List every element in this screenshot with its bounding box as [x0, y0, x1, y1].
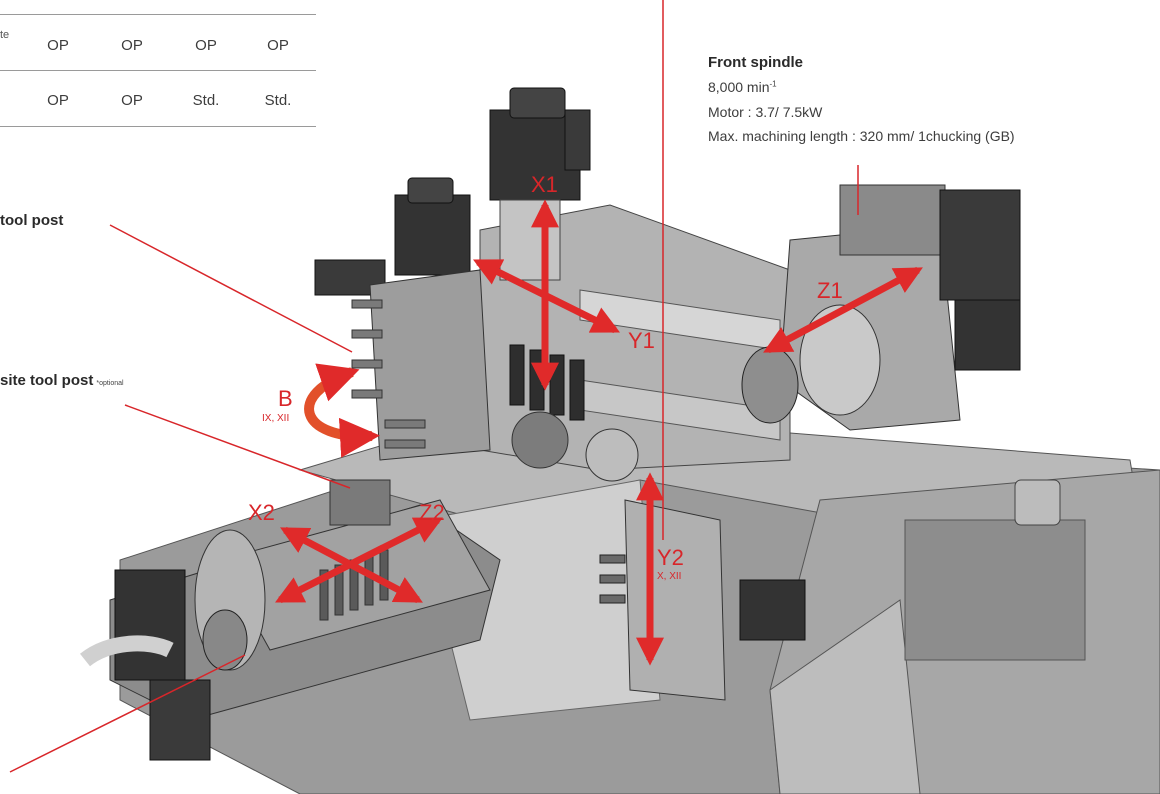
back-spindle-lower-motor — [149, 679, 211, 761]
front-spindle-control-box — [839, 184, 946, 256]
z2-arrow — [275, 516, 443, 604]
x1-motor-cap — [509, 87, 566, 119]
back-spindle-motor — [114, 569, 186, 681]
y2-tools — [599, 554, 626, 604]
spec-table-fragment: te OP OP OP OP OP OP Std. Std. — [0, 0, 316, 140]
axis-arrows — [275, 199, 923, 666]
front-spindle-title: Front spindle — [708, 54, 803, 71]
leader-opposite-tool-post — [124, 404, 351, 489]
table-row1-label: te — [0, 29, 10, 41]
machine-floor — [419, 479, 661, 721]
table-cell: Std. — [192, 92, 220, 109]
back-tool-block — [329, 479, 391, 526]
leader-tool-post — [109, 224, 353, 353]
axis-label-y1: Y1 — [628, 328, 655, 353]
axis-label-x1: X1 — [531, 172, 558, 197]
y1-arrow — [472, 258, 621, 334]
leader-lines — [9, 0, 859, 773]
table-rule-bottom — [0, 126, 316, 127]
enclosure-cutout — [904, 519, 1086, 661]
table-cell: OP — [121, 37, 143, 54]
optional-note: *optional — [96, 380, 124, 387]
table-rule-middle — [0, 70, 316, 71]
front-spindle-motor — [939, 189, 1021, 301]
front-spindle-speed-value: 8,000 min — [708, 79, 770, 95]
table-cell: Std. — [264, 92, 292, 109]
side-motor — [314, 259, 386, 296]
back-spindle-face — [202, 609, 248, 671]
axis-label-x2: X2 — [248, 500, 275, 525]
tool-post-title: tool post — [0, 212, 64, 229]
x1-shaft — [499, 199, 561, 281]
axis-label-z2: Z2 — [419, 500, 445, 525]
table-cell: OP — [121, 92, 143, 109]
front-spindle-motor: Motor : 3.7/ 7.5kW — [708, 104, 823, 120]
control-panel — [769, 599, 921, 794]
table-cell: OP — [47, 92, 69, 109]
table-cell: OP — [267, 37, 289, 54]
guide-bushing — [585, 428, 639, 482]
y2-tool-post — [624, 499, 726, 701]
table-cell: OP — [47, 37, 69, 54]
front-spindle-speed: 8,000 min-1 — [708, 79, 777, 95]
axis-label-y2: Y2 — [657, 545, 684, 570]
turret-gear — [511, 411, 569, 469]
coolant-hose — [80, 635, 174, 667]
y2-motor — [739, 579, 806, 641]
x1-motor-box — [564, 109, 591, 171]
axis-label-b-models: IX, XII — [262, 413, 290, 424]
table-cell: OP — [195, 37, 217, 54]
axis-label-y2-models: X, XII — [657, 571, 682, 582]
axis-label-b: B — [278, 386, 293, 411]
front-spindle-servo — [954, 299, 1021, 371]
opposite-tool-post-label: site tool post — [0, 372, 94, 389]
gang-tool-block — [369, 269, 491, 461]
b-rotation-arrow — [304, 363, 380, 458]
leader-back-spindle — [9, 654, 246, 773]
front-spindle-nose — [799, 304, 881, 416]
opposite-tool-post-title: site tool post*optional — [0, 372, 124, 389]
z1-arrow — [763, 266, 923, 354]
tool-post-motor — [394, 194, 471, 276]
front-spindle-chuck — [741, 346, 799, 424]
table-rule-top — [0, 14, 316, 15]
cylinder-post — [1014, 479, 1061, 526]
front-spindle-max-length: Max. machining length : 320 mm/ 1chuckin… — [708, 128, 1015, 144]
tool-post-motor-cap — [407, 177, 454, 204]
axis-label-z1: Z1 — [817, 278, 843, 303]
front-spindle-speed-exponent: -1 — [769, 79, 777, 89]
